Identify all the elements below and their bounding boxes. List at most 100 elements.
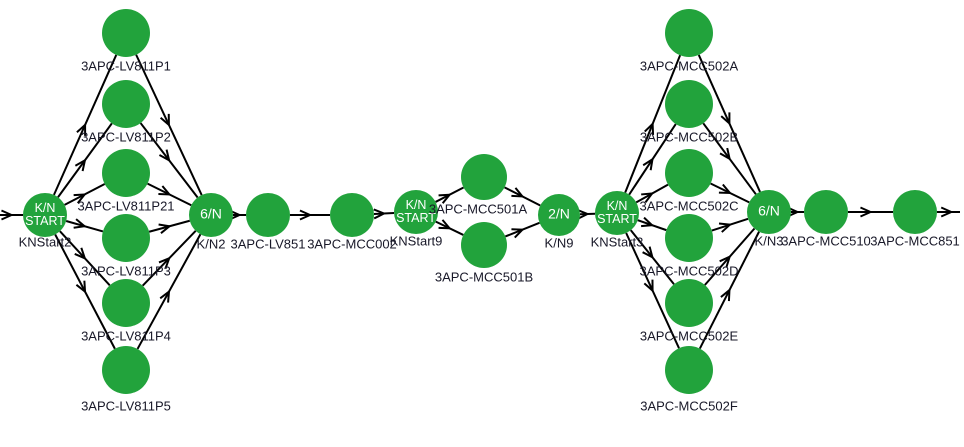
arrowhead-icon <box>159 113 170 128</box>
node-circle-mcc501b[interactable] <box>461 222 507 268</box>
edge-knstart9-to-mcc501b <box>435 219 464 236</box>
node-circle-mcc502b[interactable] <box>665 80 713 128</box>
arrowhead-icon <box>719 147 732 161</box>
edge-lv811p2-to-kn2 <box>139 122 199 199</box>
arrowhead-icon <box>720 287 731 302</box>
node-circle-lv811p2[interactable] <box>102 80 150 128</box>
edge-knstart2-to-lv811p2 <box>57 122 113 198</box>
edge-knstart3-to-mcc502a <box>624 54 682 193</box>
node-circle-mcc502d[interactable] <box>665 214 713 262</box>
node-circle-mcc501a[interactable] <box>461 154 507 200</box>
arrowhead-icon <box>641 216 655 228</box>
node-label-mcc502d: 3APC-MCC502D <box>640 263 739 278</box>
node-circle-knstart9[interactable] <box>394 190 438 234</box>
node-mcc502b[interactable] <box>665 80 713 128</box>
edge-kn3-to-mcc510 <box>787 206 804 218</box>
node-circle-mcc002[interactable] <box>330 193 374 237</box>
edge-mcc502b-to-kn3 <box>702 122 757 195</box>
node-circle-kn9[interactable] <box>538 194 580 236</box>
arrowhead-icon <box>642 246 654 260</box>
node-label-kn3: K/N3 <box>755 233 784 248</box>
node-lv811p21[interactable] <box>102 149 150 197</box>
edge-lv811p1-to-kn2 <box>135 54 203 196</box>
node-circle-mcc502e[interactable] <box>665 279 713 327</box>
node-mcc501b[interactable] <box>461 222 507 268</box>
node-circle-lv851[interactable] <box>246 193 290 237</box>
node-circle-lv811p1[interactable] <box>102 9 150 57</box>
node-mcc510[interactable] <box>804 190 848 234</box>
node-mcc501a[interactable] <box>461 154 507 200</box>
node-circle-lv811p3[interactable] <box>102 214 150 262</box>
node-mcc502c[interactable] <box>665 149 713 197</box>
edge-mcc502f-to-kn3 <box>698 231 760 350</box>
edge-knstart2-to-lv811p4 <box>59 230 111 287</box>
node-circle-mcc502f[interactable] <box>665 346 713 394</box>
node-lv811p4[interactable] <box>102 279 150 327</box>
arrowhead-icon <box>642 157 654 171</box>
edge-knstart3-to-mcc502e <box>629 229 675 285</box>
node-mcc851[interactable] <box>893 190 937 234</box>
node-circle-knstart2[interactable] <box>23 193 67 237</box>
node-label-kn2: K/N2 <box>197 236 226 251</box>
node-label-lv811p5: 3APC-LV811P5 <box>81 398 171 413</box>
node-label-knstart2: KNStart2 <box>19 234 72 249</box>
edge-mcc502a-to-kn3 <box>697 54 761 193</box>
edge-knstart2-to-lv811p3 <box>65 218 104 233</box>
edge-knstart3-to-mcc502c <box>635 183 669 204</box>
node-circle-kn2[interactable] <box>189 193 233 237</box>
node-mcc502d[interactable] <box>665 214 713 262</box>
node-circle-mcc851[interactable] <box>893 190 937 234</box>
node-label-kn9: K/N9 <box>545 235 574 250</box>
arrowhead-icon <box>511 187 525 198</box>
node-lv811p3[interactable] <box>102 214 150 262</box>
arrowhead-icon <box>74 247 87 261</box>
node-circle-knstart3[interactable] <box>595 191 639 235</box>
node-circle-lv811p4[interactable] <box>102 279 150 327</box>
node-mcc002[interactable] <box>330 193 374 237</box>
node-label-mcc502f: 3APC-MCC502F <box>640 398 738 413</box>
node-lv811p2[interactable] <box>102 80 150 128</box>
node-circle-kn3[interactable] <box>747 190 791 234</box>
node-mcc502f[interactable] <box>665 346 713 394</box>
arrowhead-icon <box>511 228 525 239</box>
edge-lv811p3-to-kn2 <box>148 219 191 234</box>
arrowhead-icon <box>644 121 655 135</box>
node-label-lv811p2: 3APC-LV811P2 <box>81 129 171 144</box>
edge-lv811p4-to-kn2 <box>141 230 197 287</box>
node-lv811p1[interactable] <box>102 9 150 57</box>
node-label-lv811p4: 3APC-LV811P4 <box>81 328 171 343</box>
node-circle-lv811p21[interactable] <box>102 149 150 197</box>
edge-knstart2-to-lv811p5 <box>54 234 116 350</box>
arrowhead-icon <box>159 289 171 303</box>
node-circle-mcc510[interactable] <box>804 190 848 234</box>
edge-mcc502c-to-kn3 <box>710 182 750 204</box>
node-mcc502e[interactable] <box>665 279 713 327</box>
node-kn3[interactable]: 6/N <box>747 190 791 234</box>
labels-layer: KNStart23APC-LV811P13APC-LV811P23APC-LV8… <box>19 58 960 413</box>
node-lv851[interactable] <box>246 193 290 237</box>
arrowhead-icon <box>1 209 14 221</box>
arrowhead-icon <box>158 223 172 234</box>
node-circle-mcc502a[interactable] <box>665 9 713 57</box>
arrowhead-icon <box>373 208 387 220</box>
node-mcc502a[interactable] <box>665 9 713 57</box>
arrowhead-icon <box>76 122 87 136</box>
edge-knstart3-to-mcc502b <box>628 123 677 196</box>
arrowhead-icon <box>860 206 873 218</box>
node-kn9[interactable]: 2/N <box>538 194 580 236</box>
node-lv811p5[interactable] <box>102 346 150 394</box>
node-kn2[interactable]: 6/N <box>189 193 233 237</box>
arrowhead-icon <box>643 279 654 293</box>
edge-lv811p5-to-kn2 <box>136 233 202 350</box>
arrowhead-icon <box>73 218 87 229</box>
edge-lv811p21-to-kn2 <box>147 182 192 207</box>
arrowhead-icon <box>940 206 954 218</box>
node-circle-mcc502c[interactable] <box>665 149 713 197</box>
arrowhead-icon <box>438 193 452 204</box>
node-label-mcc501a: 3APC-MCC501A <box>429 201 528 216</box>
node-circle-lv811p5[interactable] <box>102 346 150 394</box>
arrowhead-icon <box>438 219 452 230</box>
